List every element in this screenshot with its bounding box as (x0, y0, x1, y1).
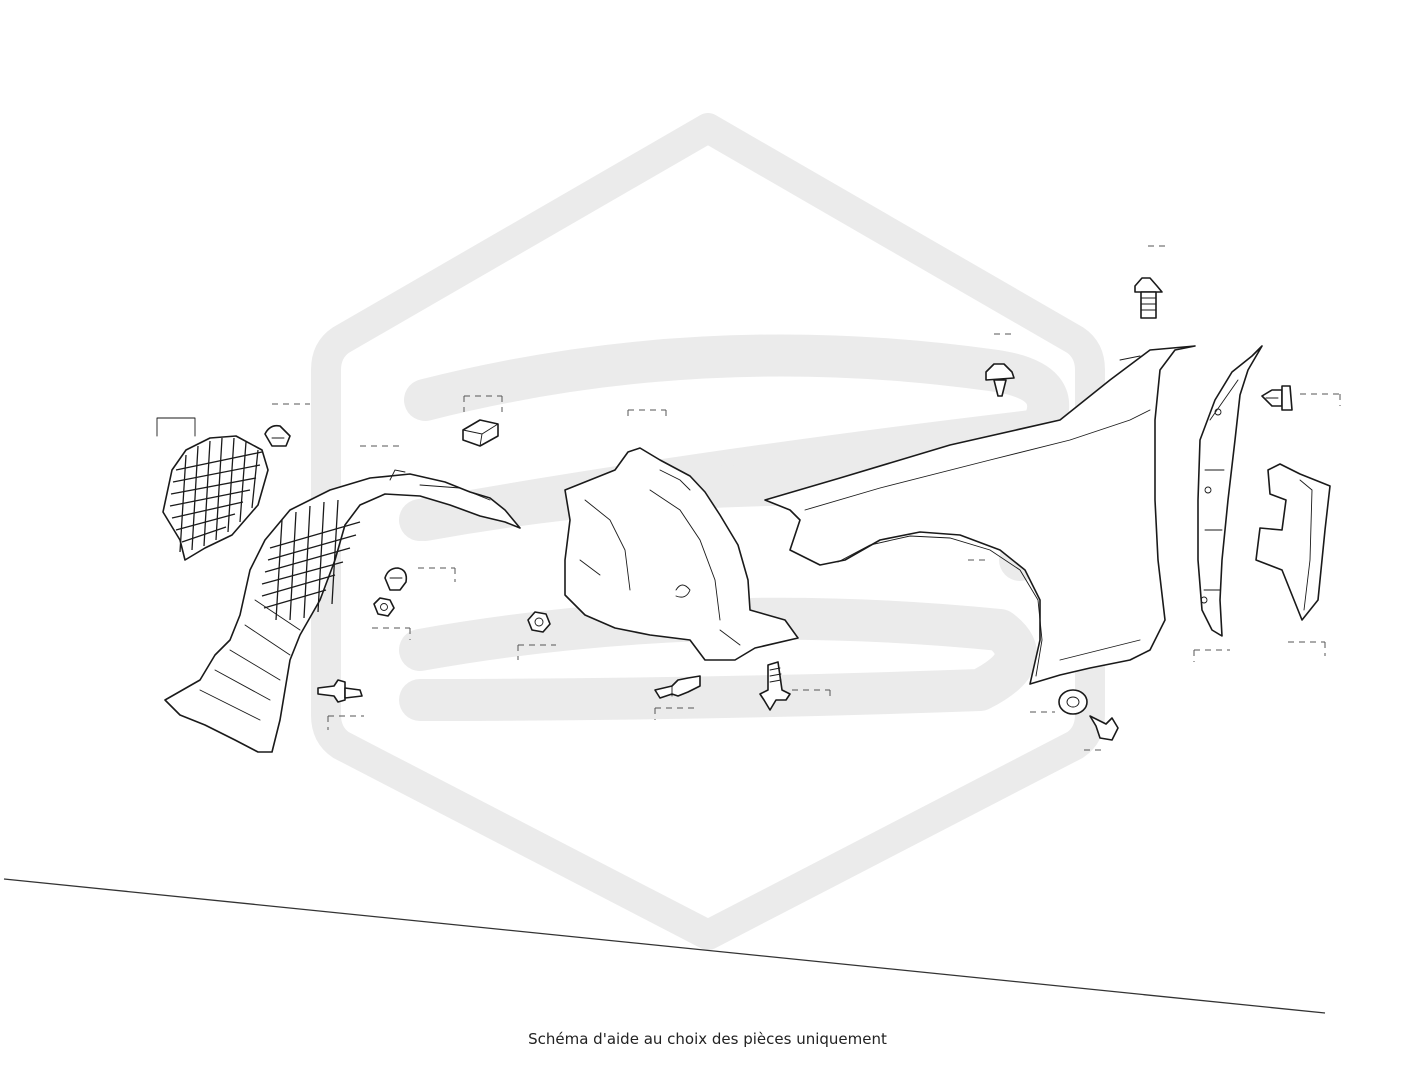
hex-nut (372, 597, 411, 640)
diagram-caption: Schéma d'aide au choix des pièces unique… (528, 1030, 887, 1048)
screw-clip (654, 675, 701, 720)
foam-pad (462, 395, 503, 447)
seal-pad (1255, 463, 1331, 656)
front-fender (764, 345, 1196, 685)
push-nut (384, 567, 456, 591)
flange-bolt (1134, 245, 1170, 319)
ground-line (3, 878, 1326, 1014)
clip (264, 403, 310, 447)
wheel-arch-liner-front (164, 445, 521, 753)
inner-grille-panel (156, 417, 269, 561)
washer-screw (1030, 689, 1119, 751)
wheel-arch-liner-rear (564, 409, 799, 661)
trim-clip (985, 333, 1016, 397)
push-pin-clip (759, 661, 831, 711)
hex-nut-2 (517, 611, 556, 660)
fender-support-bracket (1193, 345, 1263, 662)
push-clip-right (1261, 385, 1341, 411)
expansion-rivet (317, 679, 364, 730)
